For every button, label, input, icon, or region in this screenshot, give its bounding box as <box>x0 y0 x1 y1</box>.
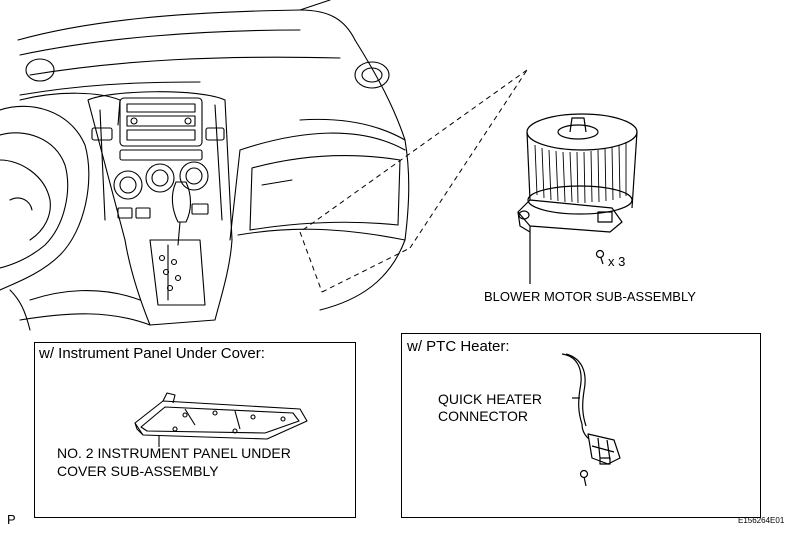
figure-id: E156264E01 <box>738 516 785 525</box>
footer-left-code: P <box>7 512 16 527</box>
inset-title: w/ Instrument Panel Under Cover: <box>39 345 265 362</box>
inset-title: w/ PTC Heater: <box>407 338 510 355</box>
inset-ptc-heater: w/ PTC Heater: QUICK HEATER CONNECTOR <box>401 333 761 518</box>
inset-instrument-panel-under-cover: w/ Instrument Panel Under Cover: NO. 2 I… <box>34 342 356 518</box>
under-cover-label-line2: COVER SUB-ASSEMBLY <box>57 463 219 479</box>
under-cover-label-line1: NO. 2 INSTRUMENT PANEL UNDER <box>57 445 291 461</box>
blower-motor-label: BLOWER MOTOR SUB-ASSEMBLY <box>484 289 696 304</box>
screw-count-label: x 3 <box>608 254 626 269</box>
connector-label-line1: QUICK HEATER <box>438 391 542 407</box>
ptc-connector-drawing <box>561 353 621 487</box>
under-cover-drawing <box>134 392 308 447</box>
connector-label-line2: CONNECTOR <box>438 408 528 424</box>
